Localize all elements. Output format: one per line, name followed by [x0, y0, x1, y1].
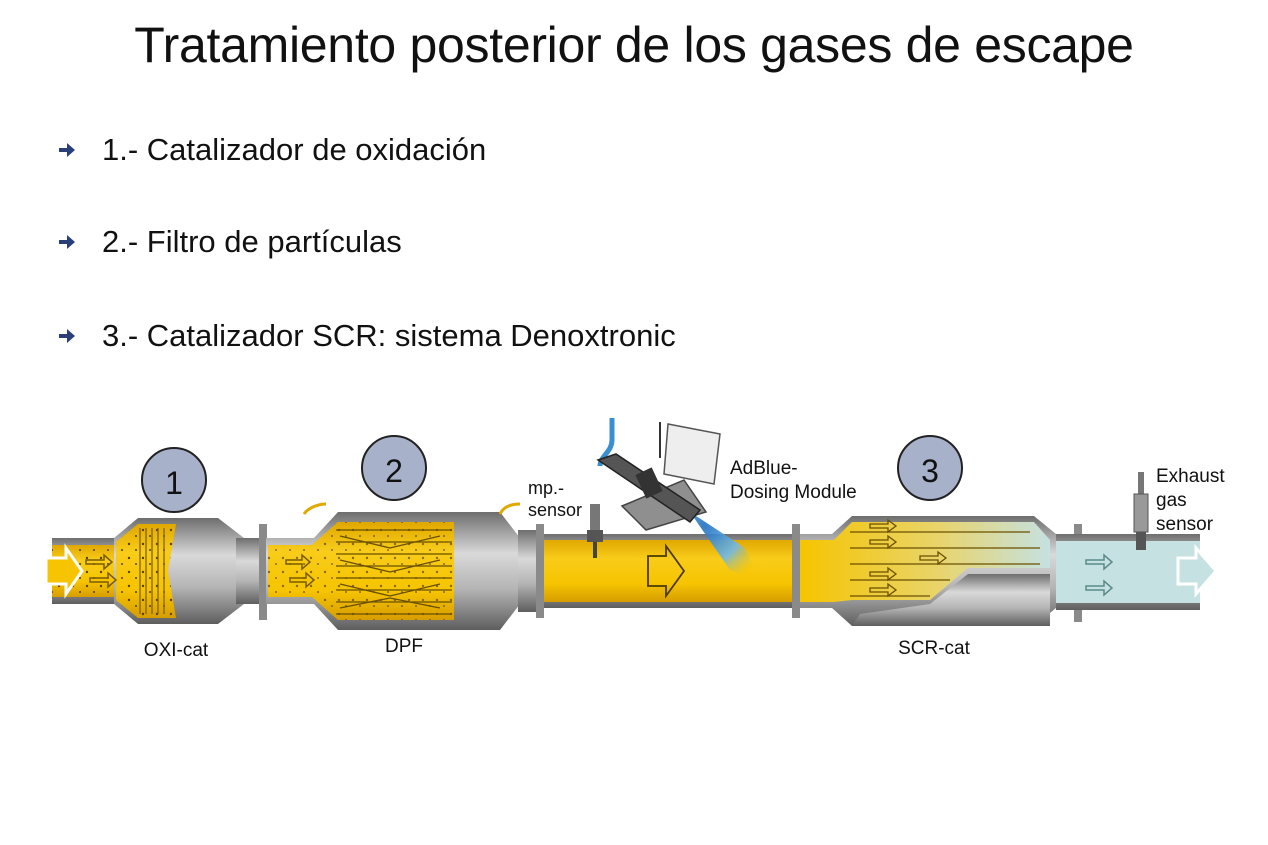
- marker-label: 1: [165, 465, 183, 501]
- oxi-cat-label: OXI-cat: [144, 640, 209, 661]
- flow-arrows: [85, 553, 118, 589]
- outlet-pipe: [1056, 534, 1218, 610]
- oxi-cat-section: [44, 518, 262, 624]
- temp-sensor-label-line2: sensor: [528, 500, 582, 520]
- marker-1: 1: [141, 447, 207, 513]
- arrow-right-icon: [59, 143, 75, 157]
- adblue-spray: [690, 512, 760, 582]
- exhaust-gas-sensor: [1133, 472, 1149, 550]
- flow-arrows: [1085, 553, 1114, 597]
- flow-arrow-icon: [647, 543, 686, 599]
- pressure-line-left: [302, 502, 327, 515]
- flange: [259, 524, 267, 620]
- adblue-label-line2: Dosing Module: [730, 482, 857, 503]
- outflow-arrow-icon: [1176, 543, 1218, 599]
- bullet-text: 1.- Catalizador de oxidación: [102, 132, 487, 167]
- page-title: Tratamiento posterior de los gases de es…: [134, 17, 1134, 73]
- exhaust-aftertreatment-diagram: 1 2 3 OXI-cat DPF SCR-cat mp.- sensor Ad…: [44, 418, 1225, 661]
- dpf-label: DPF: [385, 636, 423, 657]
- scr-cat-section: [800, 516, 1056, 626]
- mixing-pipe: [540, 512, 796, 608]
- adblue-dosing-module: [596, 418, 721, 531]
- scr-gas: [800, 522, 1050, 602]
- flow-arrows: [869, 518, 948, 598]
- temperature-sensor: [587, 504, 603, 558]
- dpf-filter-channels: [336, 529, 452, 615]
- flow-arrows: [285, 553, 316, 589]
- bullet-text: 3.- Catalizador SCR: sistema Denoxtronic: [102, 318, 676, 353]
- temp-sensor-label-line1: mp.-: [528, 478, 564, 498]
- exhaust-sensor-label-line2: gas: [1156, 490, 1187, 511]
- flange: [536, 524, 544, 618]
- outlet-neck: [236, 538, 262, 604]
- marker-label: 2: [385, 453, 403, 489]
- marker-3: 3: [897, 435, 963, 501]
- dpf-outlet-neck: [518, 530, 540, 612]
- module-bracket: [663, 423, 721, 485]
- pressure-line-right: [498, 502, 521, 515]
- marker-2: 2: [361, 435, 427, 501]
- bullet-text: 2.- Filtro de partículas: [102, 224, 402, 259]
- dpf-section: [266, 502, 521, 630]
- scr-lower-chamber: [852, 574, 1050, 626]
- exhaust-sensor-label-line3: sensor: [1156, 514, 1214, 535]
- scr-channels: [850, 531, 1040, 597]
- exhaust-sensor-label-line1: Exhaust: [1156, 466, 1225, 487]
- flange: [792, 524, 800, 618]
- inflow-arrow-icon: [44, 543, 84, 599]
- marker-label: 3: [921, 453, 939, 489]
- scr-cat-label: SCR-cat: [898, 638, 971, 659]
- arrow-right-icon: [59, 235, 75, 249]
- adblue-label-line1: AdBlue-: [730, 458, 798, 479]
- adblue-supply-line: [597, 418, 615, 467]
- clean-gas: [1056, 541, 1200, 603]
- arrow-right-icon: [59, 329, 75, 343]
- oxi-cat-substrate: [139, 528, 165, 614]
